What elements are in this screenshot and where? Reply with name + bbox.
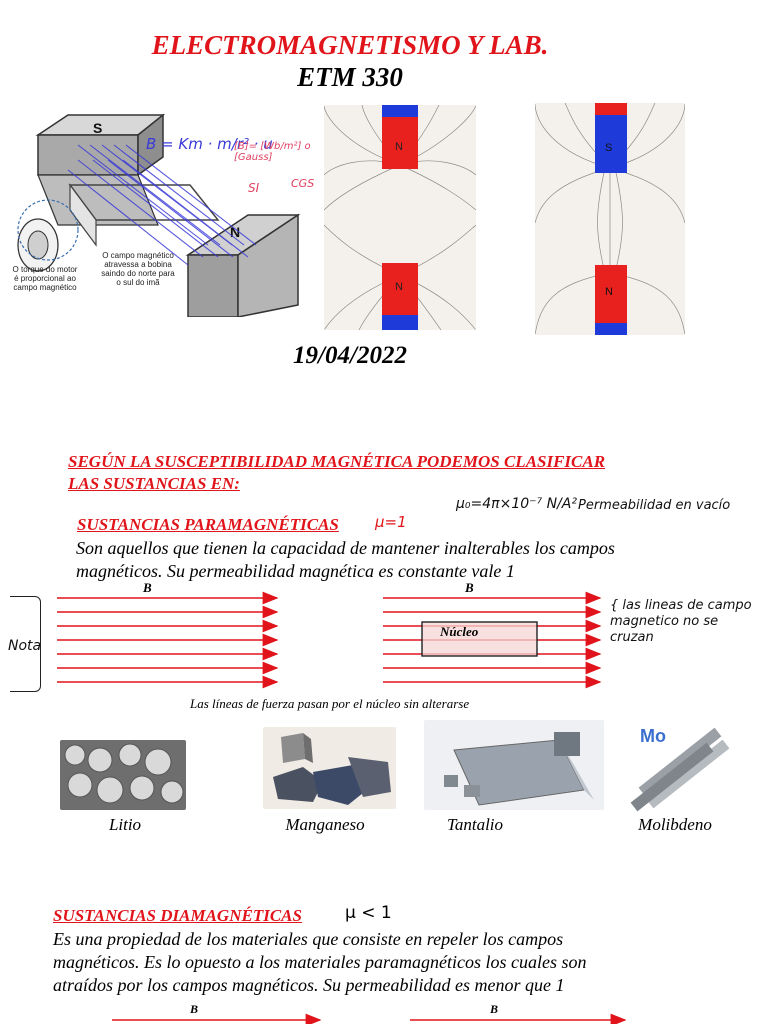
cgs-label: CGS [291,177,315,190]
field-lines-note: { las lineas de campo magnetico no se cr… [610,598,752,645]
magnet-label-s: S [605,142,612,154]
tantalio-photo [424,720,604,810]
paramagnetic-heading: SUSTANCIAS PARAMAGNÉTICAS [77,515,339,534]
example-label-molibdeno: Molibdeno [638,815,712,834]
example-label-manganeso: Manganeso [285,815,365,834]
diamagnetic-field-diagram: B B [110,1000,630,1027]
molibdeno-badge: Mo [640,726,666,746]
field-b-label-left: B [143,580,152,595]
motor-caption-left: O torque do motor é proporcional ao camp… [12,265,78,292]
diagram-caption: Las líneas de fuerza pasan por el núcleo… [190,696,470,711]
field-diagram: Núcleo B B [55,580,605,690]
lecture-date: 19/04/2022 [293,342,407,369]
course-code: ETM 330 [297,62,403,92]
example-label-tantalio: Tantalio [446,815,504,834]
magnet-label-n-bottom: N [395,281,403,293]
side-note: Nota [8,638,42,654]
motor-diagram: S N B = Km · m/r² · u [B]= [Wb/m²] o [Ga… [8,105,320,318]
mu0-note: μ₀=4π×10⁻⁷ N/A² [456,496,577,512]
magnet-photo-attract: S N [535,103,685,335]
diamagnetic-heading: SUSTANCIAS DIAMAGNÉTICAS [53,906,302,925]
units-note: [B]= [Wb/m²] o [Gauss] [234,141,311,163]
magnet-photo-repel: N N [324,105,476,330]
magnet-label-n-top: N [395,141,403,153]
manganeso-photo [263,727,396,809]
litio-photo [60,740,186,810]
mu0-description: Permeabilidad en vacío [578,498,731,513]
note-bracket [10,596,41,692]
diamagnetic-description: Es una propiedad de los materiales que c… [53,929,587,995]
field-b-label-right: B [465,580,474,595]
magnet-label-n: N [605,286,613,298]
pole-n-label: N [230,224,240,240]
paramagnetic-description: Son aquellos que tienen la capacidad de … [76,538,615,581]
molibdeno-photo: Mo [630,722,730,816]
dia-field-b-label-left: B [190,1002,199,1016]
classification-heading: SEGÚN LA SUSCEPTIBILIDAD MAGNÉTICA PODEM… [68,452,606,493]
si-label: SI [248,181,260,195]
dia-field-b-label-right: B [490,1002,499,1016]
nucleus-label: Núcleo [440,624,479,639]
motor-caption-right: O campo magnético atravessa a bobina sai… [101,251,175,287]
document-title: ELECTROMAGNETISMO Y LAB. [151,30,549,60]
example-label-litio: Litio [108,815,142,834]
diamagnetic-mu-note: μ < 1 [345,903,392,923]
pole-s-label: S [93,120,102,136]
field-formula: B = Km · m/r² · u [146,135,273,153]
paramagnetic-mu-note: μ=1 [375,513,407,531]
